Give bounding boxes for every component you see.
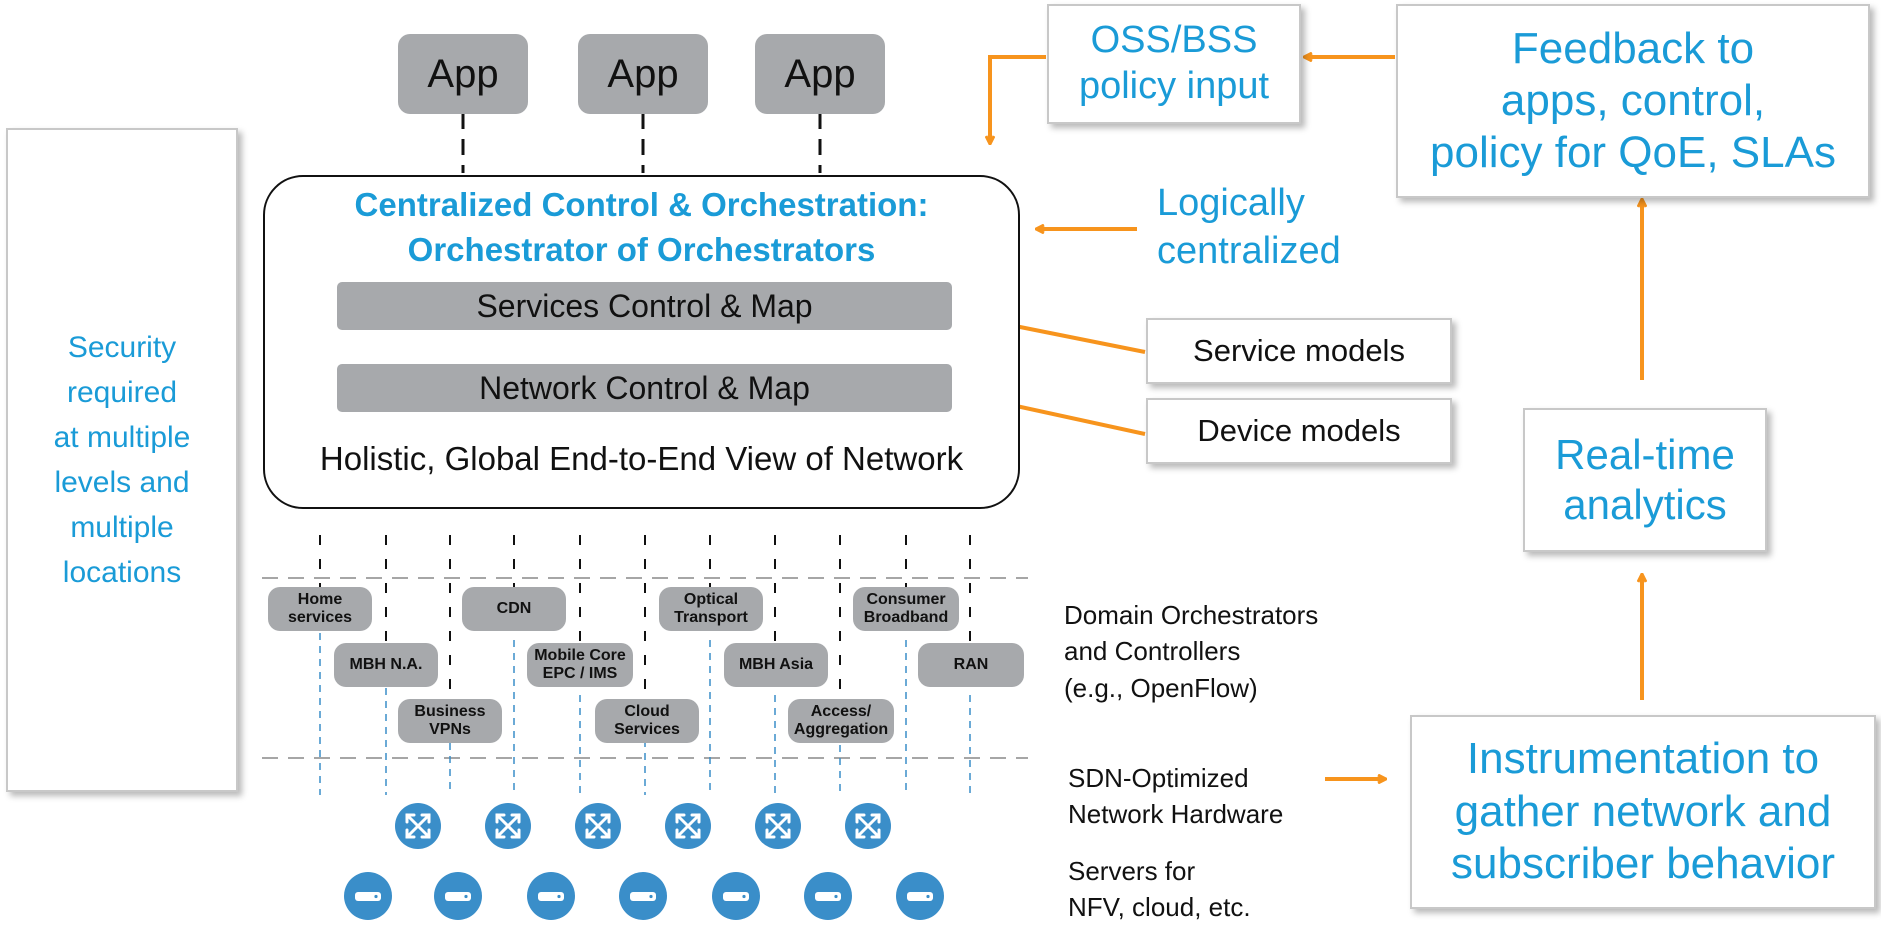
- feedback-box: Feedback to apps, control, policy for Qo…: [1396, 4, 1870, 198]
- server-icon: [434, 872, 482, 920]
- domain-optical-transport: Optical Transport: [659, 587, 763, 631]
- domain-business-vpns: Business VPNs: [398, 699, 502, 743]
- domain-consumer-broadband: Consumer Broadband: [853, 587, 959, 631]
- domain-mbh-asia: MBH Asia: [724, 643, 828, 687]
- server-icon: [896, 872, 944, 920]
- sdn-label-line2: Network Hardware: [1068, 799, 1284, 830]
- feedback-line1: Feedback to: [1511, 24, 1755, 74]
- logically-line2: centralized: [1157, 229, 1341, 272]
- domain-consumer-line1: Consumer: [866, 590, 946, 608]
- network-switch-icon: [395, 803, 441, 849]
- domain-cdn: CDN: [462, 587, 566, 631]
- services-control-bar: Services Control & Map: [337, 282, 952, 330]
- domain-mobile-core-line2: EPC / IMS: [542, 665, 618, 682]
- orchestrator-title: Centralized Control & Orchestration: Orc…: [263, 183, 1020, 272]
- orchestrator-box: [263, 175, 1020, 509]
- instrumentation-line2: gather network and: [1454, 786, 1832, 836]
- domain-cloud-services: Cloud Services: [595, 699, 699, 743]
- app-connectors: [461, 113, 822, 173]
- network-switch-icon: [665, 803, 711, 849]
- analytics-line2: analytics: [1563, 481, 1727, 528]
- domain-home-line1: Home: [297, 590, 343, 608]
- domain-label-line2: and Controllers: [1064, 636, 1241, 667]
- oss-line1: OSS/BSS: [1090, 19, 1258, 62]
- domain-mobile-core-line1: Mobile Core: [534, 646, 626, 664]
- logically-line1: Logically: [1157, 182, 1305, 224]
- instrumentation-line1: Instrumentation to: [1466, 733, 1820, 783]
- realtime-analytics-box: Real-time analytics: [1523, 408, 1767, 552]
- sdn-hardware-label: SDN-Optimized Network Hardware: [1068, 760, 1283, 833]
- domain-orchestrators-label: Domain Orchestrators and Controllers (e.…: [1064, 597, 1318, 706]
- server-icon: [527, 872, 575, 920]
- network-switch-icon: [845, 803, 891, 849]
- domain-access-line1: Access/: [810, 702, 872, 720]
- server-icon: [344, 872, 392, 920]
- orchestrator-title-line2: Orchestrator of Orchestrators: [407, 230, 876, 268]
- domain-blue-connectors: [319, 620, 971, 795]
- domain-mbh-na: MBH N.A.: [334, 643, 438, 687]
- network-switch-icon: [485, 803, 531, 849]
- domain-access-line2: Aggregation: [793, 721, 889, 738]
- server-icon: [712, 872, 760, 920]
- network-switch-icon: [755, 803, 801, 849]
- domain-consumer-line2: Broadband: [863, 609, 949, 626]
- servers-label-line2: NFV, cloud, etc.: [1068, 892, 1251, 923]
- domain-cloud-line1: Cloud: [624, 702, 670, 720]
- orchestrator-title-line1: Centralized Control & Orchestration:: [354, 186, 929, 223]
- security-line1: Security: [67, 331, 177, 364]
- server-icon: [619, 872, 667, 920]
- domain-top-connectors: [319, 535, 971, 700]
- domain-band-lines: [262, 577, 1028, 759]
- domain-business-line1: Business: [414, 702, 486, 720]
- device-models-box: Device models: [1146, 398, 1452, 464]
- service-models-box: Service models: [1146, 318, 1452, 384]
- domain-access-aggregation: Access/ Aggregation: [788, 699, 894, 743]
- logically-centralized-label: Logically centralized: [1157, 180, 1341, 275]
- instrumentation-line3: subscriber behavior: [1451, 839, 1835, 889]
- network-switch-icon: [575, 803, 621, 849]
- domain-home-services: Home services: [268, 587, 372, 631]
- domain-label-line1: Domain Orchestrators: [1064, 600, 1319, 630]
- oss-bss-box: OSS/BSS policy input: [1047, 4, 1301, 124]
- feedback-line2: apps, control,: [1500, 76, 1766, 126]
- feedback-line3: policy for QoE, SLAs: [1430, 127, 1836, 177]
- servers-label: Servers for NFV, cloud, etc.: [1068, 853, 1251, 926]
- analytics-line1: Real-time: [1555, 430, 1735, 478]
- domain-ran: RAN: [918, 643, 1024, 687]
- domain-home-line2: services: [287, 609, 353, 626]
- security-line3: at multiple: [53, 421, 191, 454]
- app-box-2: App: [578, 34, 708, 114]
- oss-line2: policy input: [1078, 65, 1270, 107]
- domain-business-line2: VPNs: [429, 721, 471, 738]
- domain-label-line3: (e.g., OpenFlow): [1064, 672, 1258, 703]
- domain-optical-line1: Optical: [683, 590, 739, 608]
- domain-cloud-line2: Services: [614, 721, 680, 738]
- app-box-1: App: [398, 34, 528, 114]
- sdn-label-line1: SDN-Optimized: [1068, 763, 1249, 793]
- server-icon: [804, 872, 852, 920]
- security-box: Security required at multiple levels and…: [6, 128, 238, 792]
- servers-label-line1: Servers for: [1068, 856, 1196, 886]
- security-line2: required: [66, 376, 178, 409]
- domain-optical-line2: Transport: [674, 609, 748, 626]
- network-control-bar: Network Control & Map: [337, 364, 952, 412]
- orchestrator-footer: Holistic, Global End-to-End View of Netw…: [319, 440, 964, 477]
- security-line4: levels and: [54, 466, 190, 499]
- app-box-3: App: [755, 34, 885, 114]
- security-line5: multiple: [70, 511, 174, 544]
- security-line6: locations: [62, 556, 182, 589]
- instrumentation-box: Instrumentation to gather network and su…: [1410, 715, 1876, 909]
- domain-mobile-core: Mobile Core EPC / IMS: [527, 643, 633, 687]
